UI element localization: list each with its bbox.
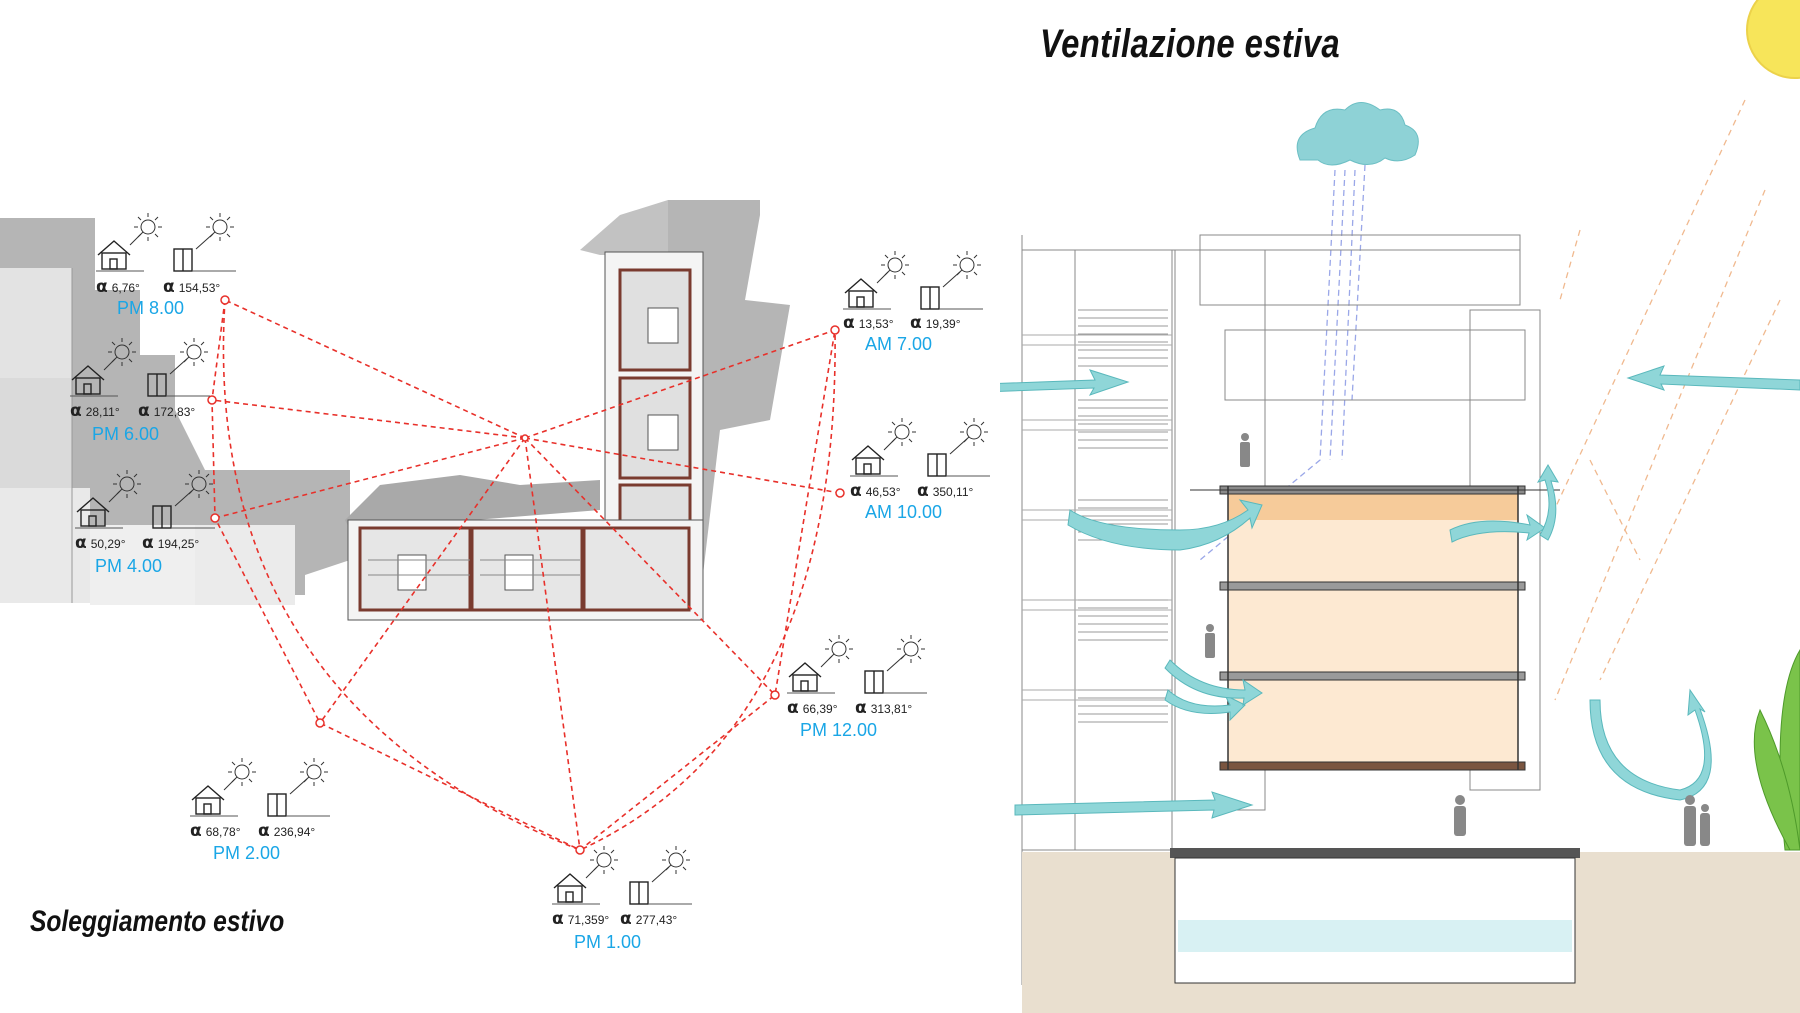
sun-icon [949,418,988,455]
cloud-icon [1296,102,1419,166]
house-icon [843,278,891,310]
window-icon [147,373,210,397]
house-icon [96,240,144,272]
house-icon [190,785,238,817]
sun-icon [820,635,853,668]
sun-angle-icon-group [552,846,692,905]
house-icon [552,873,600,905]
sun-icon [174,470,213,507]
sun-angle-icon-group [787,635,927,694]
window-icon [864,670,927,694]
sun-angle-icon-group [190,758,330,817]
sun-icon [108,470,141,503]
time-label-am10: AM 10.00 [865,502,943,522]
time-label-pm4: PM 4.00 [95,556,163,576]
ground [1022,848,1800,1013]
sun-icon [883,418,916,451]
left-buildings [0,268,295,605]
sun-icon [942,251,981,288]
window-icon [152,505,215,529]
person-icon [1205,433,1710,846]
house-icon [850,445,898,477]
sun-icon [129,213,162,246]
sun-angle-icon-group [850,418,990,477]
sun-icon [195,213,234,250]
sun-angle-icon-group [96,213,236,272]
sunlight-title: Soleggiamento estivo [30,905,285,938]
time-label-pm2: PM 2.00 [213,843,281,863]
building-section-floors [1190,485,1560,771]
ventilation-section-drawing [1000,0,1800,1013]
time-label-pm1: PM 1.00 [574,932,642,952]
house-icon [75,497,123,529]
sun-icon [876,251,909,284]
sun-rays [1544,99,1781,701]
house-icon [787,662,835,694]
plant-icon [1753,649,1800,851]
sun-angle-icon-group [70,338,210,397]
sun-icon [1746,0,1800,79]
sun-path-points [207,295,845,855]
sun-icon [103,338,136,371]
window-icon [920,286,983,310]
time-label-am7: AM 7.00 [865,334,933,354]
l-shaped-building-plan [347,251,704,621]
window-icon [629,881,692,905]
window-icon [173,248,236,272]
sun-icon [223,758,256,791]
sun-icon [585,846,618,879]
time-label-pm6: PM 6.00 [92,424,160,444]
window-icon [267,793,330,817]
sun-angle-icon-group [75,470,215,529]
time-label-pm8: PM 8.00 [117,298,185,318]
sun-icon [886,635,925,672]
sun-angle-icon-group [843,251,983,310]
ventilation-title: Ventilazione estiva [1040,22,1341,66]
house-icon [70,365,118,397]
sun-icon [169,338,208,375]
window-icon [927,453,990,477]
time-label-pm12: PM 12.00 [800,720,878,740]
sunlight-plan-drawing [0,200,845,855]
shutter-bands [1078,309,1168,723]
wind-arrow-icon [1000,365,1800,819]
sun-icon [289,758,328,795]
sun-icon [651,846,690,883]
